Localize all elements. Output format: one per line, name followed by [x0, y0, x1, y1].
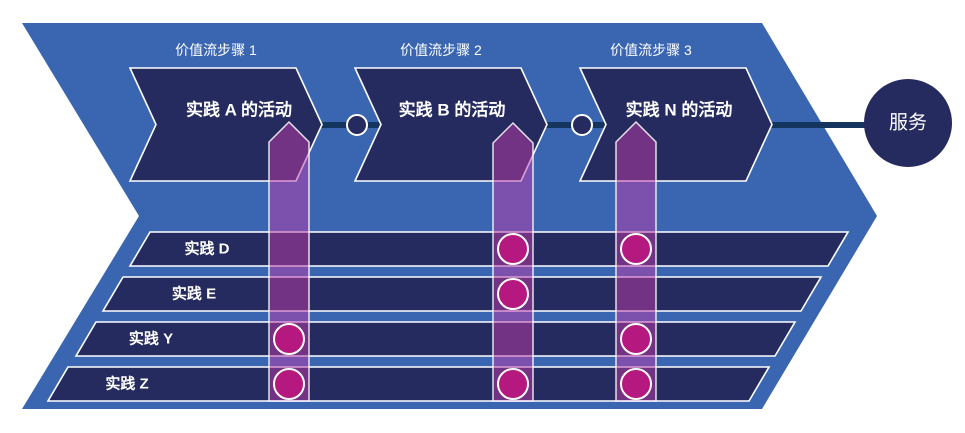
practice-bar-z-label: 实践 Z [105, 375, 148, 393]
touchpoint-dot-step3-practice4 [620, 368, 652, 400]
practice-bar-y [74, 321, 797, 357]
touchpoint-dot-step1-practice4 [273, 368, 305, 400]
touchpoint-dot-step1-practice3 [273, 323, 305, 355]
practice-bar-y-label: 实践 Y [129, 330, 173, 348]
step2-label: 价值流步骤 2 [400, 42, 482, 58]
touchpoint-dot-step3-practice3 [620, 323, 652, 355]
step2-activity-label: 实践 B 的活动 [399, 100, 506, 120]
touchpoint-dot-step2-practice4 [497, 368, 529, 400]
touchpoint-dots [273, 233, 652, 400]
practice-bar-d [128, 231, 850, 267]
practice-bar-e-label: 实践 E [172, 285, 216, 303]
touchpoint-dot-step2-practice1 [497, 233, 529, 265]
step1-label: 价值流步骤 1 [175, 42, 257, 58]
junction-circle-1 [346, 114, 368, 136]
service-label: 服务 [889, 112, 927, 134]
touchpoint-dot-step2-practice2 [497, 278, 529, 310]
touchpoint-dot-step3-practice1 [620, 233, 652, 265]
practice-bar-z [46, 366, 771, 402]
practice-arrow-step1 [268, 120, 310, 402]
practice-bar-d-label: 实践 D [184, 240, 229, 258]
junction-circle-2 [571, 114, 593, 136]
service-circle [864, 79, 952, 167]
step1-activity-label: 实践 A 的活动 [186, 100, 292, 120]
step3-label: 价值流步骤 3 [610, 42, 692, 58]
step3-activity-chevron [578, 67, 773, 182]
step3-activity-label: 实践 N 的活动 [626, 100, 733, 120]
